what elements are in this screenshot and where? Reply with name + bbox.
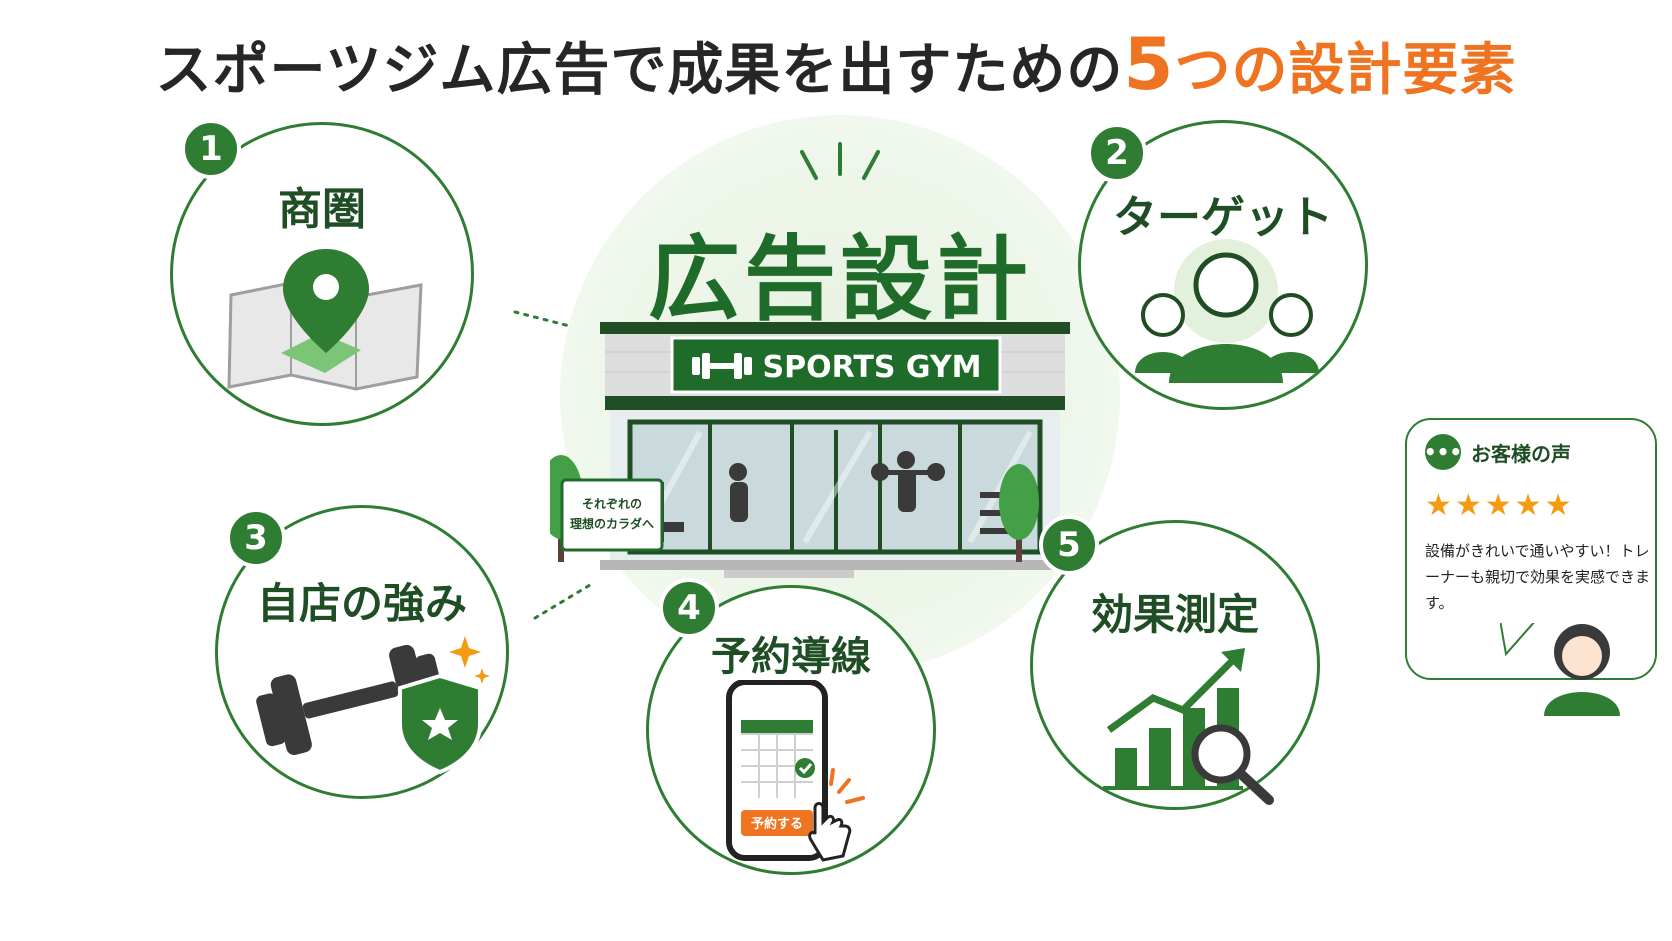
map-pin-icon <box>227 249 423 391</box>
rating-stars: ★★★★★ <box>1425 488 1575 523</box>
element-label-3: 自店の強み <box>256 579 467 628</box>
element-label-1: 商圏 <box>278 184 366 235</box>
element-circle-2: ターゲット 2 <box>1078 120 1368 410</box>
dumbbell-sign-icon <box>692 353 752 379</box>
page-title: スポーツジム広告で成果を出すための5つの設計要素 <box>0 22 1672 106</box>
dumbbell-shield-icon <box>256 636 490 775</box>
growth-chart-icon <box>1103 648 1274 805</box>
element-label-2: ターゲット <box>1113 192 1333 243</box>
reserve-button-text: 予約する <box>751 816 803 832</box>
element-circle-3: 自店の強み 3 <box>215 505 509 799</box>
customer-avatar-icon <box>1500 620 1620 716</box>
element-label-5: 効果測定 <box>1090 590 1259 639</box>
center-title: 広告設計 <box>647 226 1032 333</box>
title-number: 5 <box>1123 22 1175 106</box>
people-icon <box>1135 239 1319 383</box>
review-header: ••• お客様の声 <box>1424 434 1571 470</box>
number-badge-4: 4 <box>659 578 719 638</box>
element-circle-1: 商圏 1 <box>170 119 474 426</box>
gym-storefront-icon: SPORTS GYM それぞれの 理想のカラダへ <box>550 322 1070 578</box>
sign-board: それぞれの 理想のカラダへ <box>560 478 664 552</box>
number-badge-3: 3 <box>226 508 286 568</box>
number-badge-5: 5 <box>1039 515 1099 575</box>
smartphone-booking-icon: 予約する <box>726 680 865 862</box>
customer-review-card: ••• お客様の声 ★★★★★ 設備がきれいで通いやすい！トレーナーも親切で効果… <box>1405 418 1657 680</box>
review-text: 設備がきれいで通いやすい！トレーナーも親切で効果を実感できます。 <box>1425 542 1651 612</box>
svg-text:理想のカラダへ: 理想のカラダへ <box>570 516 654 531</box>
review-title: お客様の声 <box>1471 441 1571 466</box>
chat-bubble-icon: ••• <box>1424 434 1462 470</box>
element-label-4: 予約導線 <box>711 634 871 680</box>
element-circle-5: 効果測定 5 <box>1030 515 1320 810</box>
gym-sign-text: SPORTS GYM <box>763 350 982 385</box>
number-badge-1: 1 <box>181 119 241 179</box>
title-suffix: つの設計要素 <box>1174 38 1517 103</box>
svg-text:それぞれの: それぞれの <box>582 497 642 511</box>
title-prefix: スポーツジム広告で成果を出すための <box>155 38 1124 103</box>
element-circle-4: 予約導線 予約する 4 <box>646 578 936 875</box>
number-badge-2: 2 <box>1087 123 1147 183</box>
spark-icon <box>800 142 880 180</box>
